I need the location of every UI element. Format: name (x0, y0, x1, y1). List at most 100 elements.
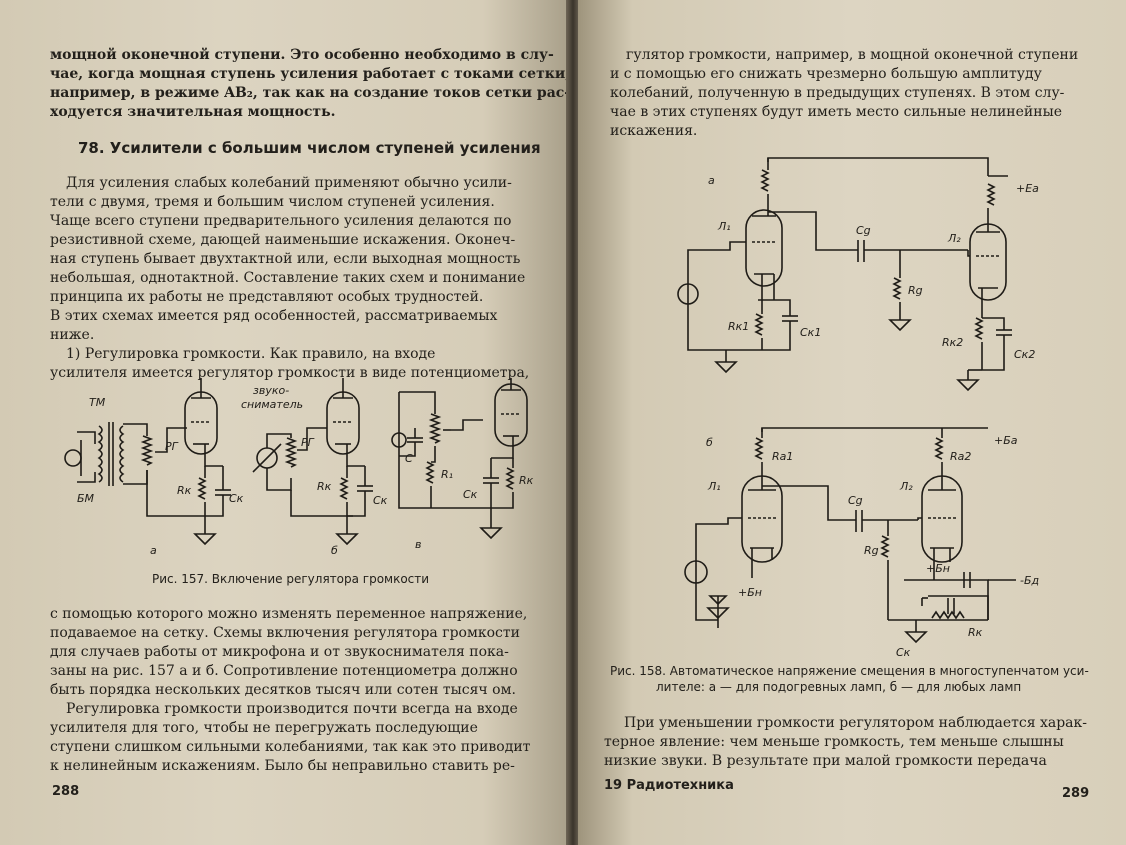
cathode-resistor-1 (754, 313, 764, 336)
text-line: усилителя имеется регулятор громкости в … (50, 365, 530, 381)
fig157-label: б (331, 544, 338, 557)
fig158b-label: Cк (896, 646, 911, 659)
microphone-symbol (64, 449, 82, 467)
tube-l1 (745, 209, 783, 287)
plate-resistor (760, 169, 770, 192)
text-line: искажения. (610, 123, 698, 139)
tube-symbol (494, 383, 528, 447)
cathode-resistor (505, 467, 515, 490)
tube-l1 (741, 475, 783, 563)
fig158a-label: Л₂ (947, 232, 961, 245)
text-line: чае, когда мощная ступень усиления работ… (50, 66, 568, 82)
fig157-label: звуко- (253, 384, 289, 397)
text-line: для случаев работы от микрофона и от зву… (50, 644, 509, 660)
fig158b-label: Rк (968, 626, 983, 639)
figure-caption-line: Рис. 158. Автоматическое напряжение смещ… (610, 664, 1089, 678)
fig157-label: РГ (301, 436, 315, 449)
ground-symbol (479, 527, 503, 540)
fig158a-label: Rк1 (728, 320, 749, 333)
fig158b-label: Cg (848, 494, 863, 507)
fig158a-label: а (708, 174, 715, 187)
figure-caption-line: лителе: а — для подогревных ламп, б — дл… (656, 680, 1022, 694)
text-line: небольшая, однотактной. Составление таки… (50, 270, 526, 286)
cathode-resistor (339, 477, 349, 500)
plate-resistor-1 (754, 437, 764, 460)
figure-caption: Рис. 157. Включение регулятора громкости (152, 572, 430, 586)
fig158b-label: +Бн (926, 562, 950, 575)
text-line: усилителя для того, чтобы не перегружать… (50, 720, 478, 736)
fig158a-label: Л₁ (717, 220, 731, 233)
fig157-label: РГ (165, 440, 179, 453)
source-symbol (677, 283, 699, 305)
book-gutter (566, 0, 580, 845)
figure-158a: а +Eа Л₁ Л₂ Cg Rg Rк1 Cк1 Rк2 Cк2 (677, 157, 1039, 392)
ground-symbol (335, 533, 359, 546)
grid-resistor (880, 535, 890, 558)
ground-symbol (193, 533, 217, 546)
fig157-label: Rк (317, 480, 332, 493)
ground-symbol (904, 631, 928, 644)
fig157-label: Rк (177, 484, 192, 497)
text-line: терное явление: чем меньше громкость, те… (604, 734, 1064, 750)
text-line: Для усиления слабых колебаний применяют … (66, 175, 512, 191)
ground-symbol (708, 595, 728, 606)
fig158b-label: Rg (864, 544, 879, 557)
text-line: низкие звуки. В результате при малой гро… (604, 753, 1047, 769)
fig157-label: Cк (373, 494, 388, 507)
text-line: подаваемое на сетку. Схемы включения рег… (50, 625, 520, 641)
text-line: При уменьшении громкости регулятором наб… (624, 715, 1088, 731)
text-line: мощной оконечной ступени. Это особенно н… (50, 47, 554, 63)
potentiometer (428, 413, 442, 444)
ground-symbol (956, 379, 980, 392)
tube-l2 (969, 223, 1007, 301)
fig158b-label: +Ба (994, 434, 1018, 447)
subsection-line: 1) Регулировка громкости. Как правило, н… (66, 346, 436, 362)
text-line: ходуется значительная мощность. (50, 104, 336, 120)
fig157-a: ТМ БМ РГ Rк Cк а (64, 378, 244, 557)
text-line: чае в этих ступенях будут иметь место си… (610, 104, 1063, 120)
tube-symbol (326, 391, 360, 455)
transformer-primary (97, 425, 103, 483)
text-line: Чаще всего ступени предварительного усил… (50, 213, 512, 229)
fig157-v: C R₁ Cк Rк в (391, 378, 534, 551)
text-line: В этих схемах имеется ряд особенностей, … (50, 308, 498, 324)
fig157-label: сниматель (241, 398, 303, 411)
text-line: гулятор громкости, например, в мощной ок… (626, 47, 1079, 63)
fig158a-label: Rg (908, 284, 923, 297)
plate-resistor-2 (934, 437, 944, 460)
ground-symbol (714, 361, 738, 374)
fig157-label: БМ (77, 492, 95, 505)
page-number: 289 (1062, 786, 1090, 801)
text-line: заны на рис. 157 а и б. Сопротивление по… (50, 663, 518, 679)
fig158b-label: Rа1 (772, 450, 793, 463)
potentiometer (140, 435, 154, 466)
page-number: 288 (52, 784, 80, 799)
text-line: колебаний, полученную в предыдущих ступе… (610, 85, 1065, 101)
fig158a-label: Cк1 (800, 326, 821, 339)
text-line: быть порядка нескольких десятков тысяч и… (50, 682, 516, 698)
tube-symbol (184, 391, 218, 455)
fig158b-label: б (706, 436, 713, 449)
fig158b-label: -Бд (1020, 574, 1039, 587)
left-page: мощной оконечной ступени. Это особенно н… (0, 0, 568, 845)
text-line: например, в режиме AB₂, так как на созда… (50, 85, 568, 101)
fig158b-label: +Бн (738, 586, 762, 599)
tube-l2 (921, 475, 963, 563)
fig157-label: Cк (229, 492, 244, 505)
resistor (425, 461, 435, 484)
source-symbol (391, 432, 407, 448)
fig158a-label: +Eа (1016, 182, 1039, 195)
potentiometer (284, 437, 298, 468)
footer-signature: 19 Радиотехника (604, 778, 734, 793)
text-line: и с помощью его снижать чрезмерно большу… (610, 66, 1042, 82)
fig157-label: R₁ (441, 468, 453, 481)
fig158a-label: Cк2 (1014, 348, 1035, 361)
fig158b-label: Л₂ (899, 480, 913, 493)
ground-symbol (706, 607, 730, 620)
fig157-label: Rк (519, 474, 534, 487)
transformer-secondary (119, 425, 125, 483)
text-line: к нелинейным искажениям. Было бы неправи… (50, 758, 515, 774)
fig157-label: а (150, 544, 157, 557)
fig157-label: в (415, 538, 421, 551)
text-line: принципа их работы не представляют особы… (50, 289, 484, 305)
